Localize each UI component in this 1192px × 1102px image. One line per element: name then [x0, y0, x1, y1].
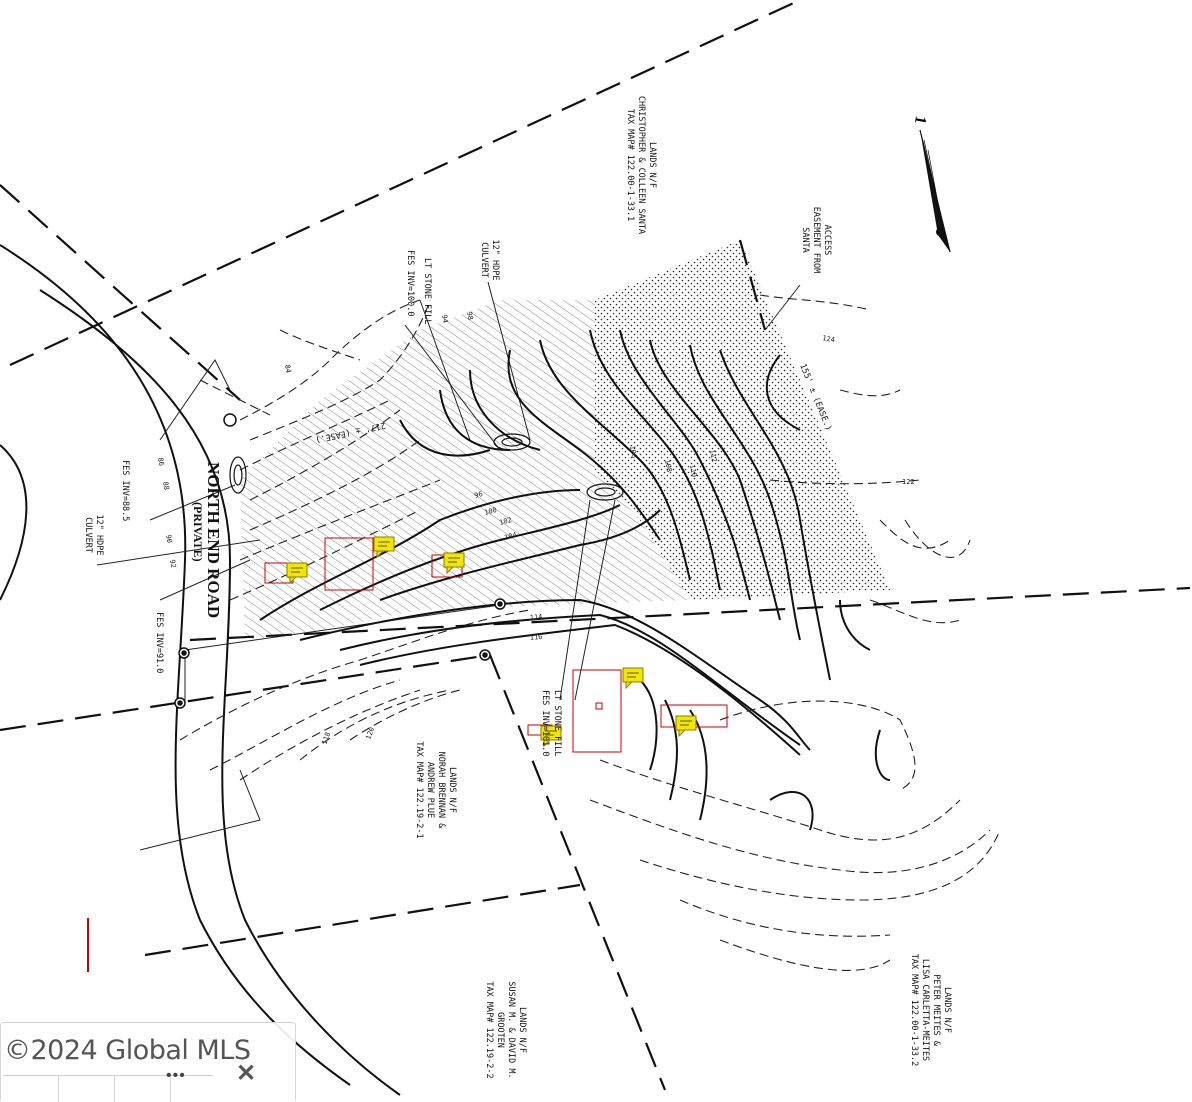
misc-lines	[96, 281, 801, 851]
contour-label: 112	[708, 449, 718, 463]
watermark-text: ©2024 Global MLS	[4, 1035, 251, 1066]
sticky-note-icon[interactable]	[540, 725, 562, 748]
survey-points	[174, 413, 506, 709]
label-meites-lands: LANDS N/F PETER MEITES & LISA CARLETTA-M…	[909, 954, 952, 1067]
contour-labels: 84 86 88 90 92 94 96 98 100 102 104 106 …	[156, 311, 915, 746]
contour-label: 98	[465, 311, 474, 321]
svg-text:LANDS N/F: LANDS N/F	[647, 142, 657, 188]
contour-label: 88	[161, 481, 170, 491]
watermark-overlay: ©2024 Global MLS ••• ✕	[0, 1022, 296, 1102]
road-note: (PRIVATE)	[191, 502, 205, 562]
contour-label: 92	[168, 559, 177, 569]
contour-label: 102	[498, 516, 512, 527]
svg-text:12" HDPE: 12" HDPE	[94, 515, 104, 556]
svg-text:TAX MAP# 122.00-1-33.2: TAX MAP# 122.00-1-33.2	[909, 954, 919, 1067]
road-edges	[0, 244, 401, 1096]
svg-text:SANTA: SANTA	[800, 227, 810, 253]
svg-text:CHRISTOPHER & COLLEEN SANTA: CHRISTOPHER & COLLEEN SANTA	[636, 96, 646, 234]
watermark-thumbnail-strip	[3, 1075, 213, 1102]
label-grooten-lands: LANDS N/F SUSAN M. & DAVID M. GROOTEN TA…	[484, 981, 527, 1078]
svg-text:TAX MAP# 122.19-2-2: TAX MAP# 122.19-2-2	[484, 981, 494, 1078]
svg-text:LANDS N/F: LANDS N/F	[942, 987, 952, 1033]
svg-text:CULVERT: CULVERT	[479, 242, 489, 278]
svg-text:LANDS N/F: LANDS N/F	[517, 1007, 527, 1053]
contour-label: 110	[688, 464, 698, 478]
sticky-note-icon[interactable]	[443, 552, 465, 575]
road-name-label: NORTH END ROAD (PRIVATE)	[191, 462, 223, 618]
sticky-note-icon[interactable]	[675, 715, 697, 738]
svg-text:ACCESS: ACCESS	[822, 225, 832, 256]
svg-text:ANDREW PLUE: ANDREW PLUE	[425, 762, 435, 818]
contour-label: 122	[902, 478, 915, 486]
contour-label: 108	[663, 459, 673, 473]
contour-label: 86	[156, 457, 165, 467]
label-fes-inv-bottom-left: FES INV=91.0	[154, 612, 164, 673]
contour-label: 106	[628, 445, 638, 459]
svg-text:LISA CARLETTA-MEITES: LISA CARLETTA-MEITES	[920, 959, 930, 1061]
more-dots-icon[interactable]: •••	[166, 1067, 186, 1084]
label-fes-inv-bottom: FES INV=101.0	[540, 690, 550, 757]
note-icons[interactable]	[286, 536, 697, 748]
svg-text:TAX MAP# 122.00-1-33.1: TAX MAP# 122.00-1-33.1	[625, 109, 635, 222]
stone-fill-symbols	[229, 433, 624, 501]
label-access-easement: ACCESS EASEMENT FROM SANTA	[800, 207, 832, 274]
contours-dashed	[179, 294, 1001, 971]
svg-text:EASEMENT FROM: EASEMENT FROM	[811, 207, 821, 274]
contour-label: 94	[440, 314, 449, 324]
contour-label: 84	[283, 364, 292, 374]
contour-label: 104	[503, 531, 517, 542]
label-santa-lands: LANDS N/F CHRISTOPHER & COLLEEN SANTA TA…	[625, 96, 657, 234]
contour-label: 116	[529, 633, 542, 642]
label-fes-inv-left: FES INV=88.5	[120, 460, 130, 521]
markup-box-1[interactable]	[324, 537, 374, 591]
svg-text:LANDS N/F: LANDS N/F	[447, 767, 457, 813]
contours-solid	[259, 329, 891, 831]
sticky-note-icon[interactable]	[373, 536, 395, 559]
svg-text:GROOTEN: GROOTEN	[495, 1012, 505, 1048]
label-stone-fill-bottom: LT STONE FILL	[552, 690, 562, 757]
sticky-note-icon[interactable]	[286, 562, 308, 585]
svg-text:12" HDPE: 12" HDPE	[490, 240, 500, 281]
label-hdpe-culvert-left: 12" HDPE CULVERT	[83, 515, 104, 556]
contour-label: 124	[822, 334, 836, 344]
slope-hatch-area	[240, 300, 690, 640]
contour-label: 96	[473, 490, 483, 500]
label-brennan-lands: LANDS N/F NORAH BRENNAN & ANDREW PLUE TA…	[414, 741, 457, 838]
label-stone-fill-top: LT STONE FILL	[422, 258, 432, 325]
north-arrow-icon: 1	[911, 114, 951, 253]
sticky-note-icon[interactable]	[622, 667, 644, 690]
contour-label: 114	[529, 613, 542, 622]
svg-text:TAX MAP# 122.19-2-1: TAX MAP# 122.19-2-1	[414, 741, 424, 838]
svg-text:1: 1	[911, 114, 929, 125]
label-fes-inv-top: FES INV=100.0	[405, 250, 415, 317]
markup-box-4[interactable]	[572, 669, 622, 753]
close-icon[interactable]: ✕	[235, 1060, 257, 1087]
markup-box-7[interactable]	[595, 702, 603, 710]
svg-text:SUSAN M. & DAVID M.: SUSAN M. & DAVID M.	[506, 981, 516, 1078]
contour-label: 100	[483, 506, 497, 517]
road-name: NORTH END ROAD	[204, 462, 223, 618]
svg-text:PETER MEITES &: PETER MEITES &	[931, 974, 941, 1047]
svg-text:NORAH BRENNAN &: NORAH BRENNAN &	[436, 752, 446, 830]
svg-text:CULVERT: CULVERT	[83, 517, 93, 553]
contour-label: 90	[164, 534, 173, 544]
label-hdpe-culvert-top: 12" HDPE CULVERT	[479, 240, 500, 281]
easement-stipple-area	[595, 240, 890, 600]
contour-label: 118	[320, 731, 332, 746]
contour-label: 120	[364, 726, 376, 741]
